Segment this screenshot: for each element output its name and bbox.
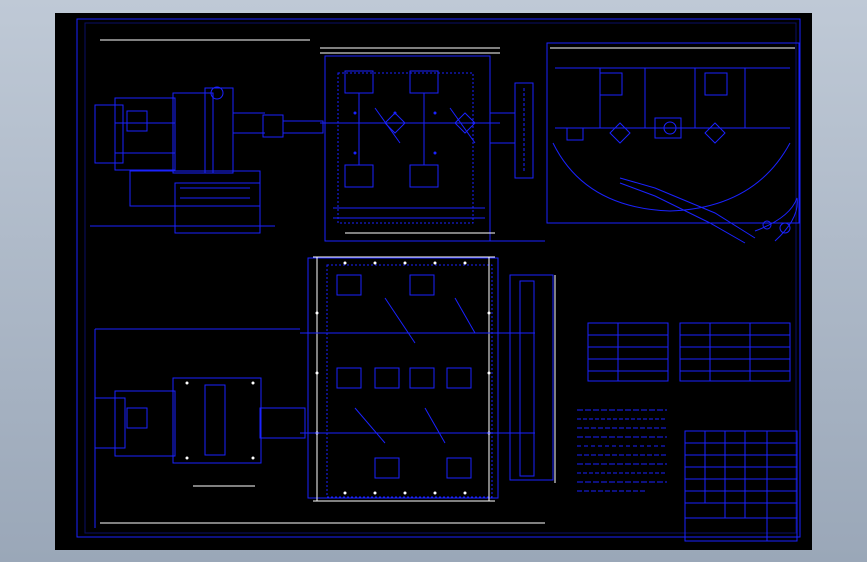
section-view-icon <box>546 42 800 244</box>
technical-notes <box>577 409 667 492</box>
parameter-table-right <box>679 322 791 382</box>
cad-drawing <box>76 18 801 542</box>
gearbox-icon <box>172 86 265 174</box>
drawing-border <box>76 18 801 538</box>
plan-view-icon <box>94 256 556 528</box>
bolt-holes <box>315 261 491 495</box>
title-block <box>684 430 798 542</box>
motor-icon <box>94 97 176 171</box>
elevation-view <box>90 39 545 242</box>
parameter-table-left <box>587 322 669 382</box>
mixer-tank-icon <box>320 55 500 242</box>
inner-frame <box>84 22 797 534</box>
drawing-sheet <box>55 13 812 550</box>
